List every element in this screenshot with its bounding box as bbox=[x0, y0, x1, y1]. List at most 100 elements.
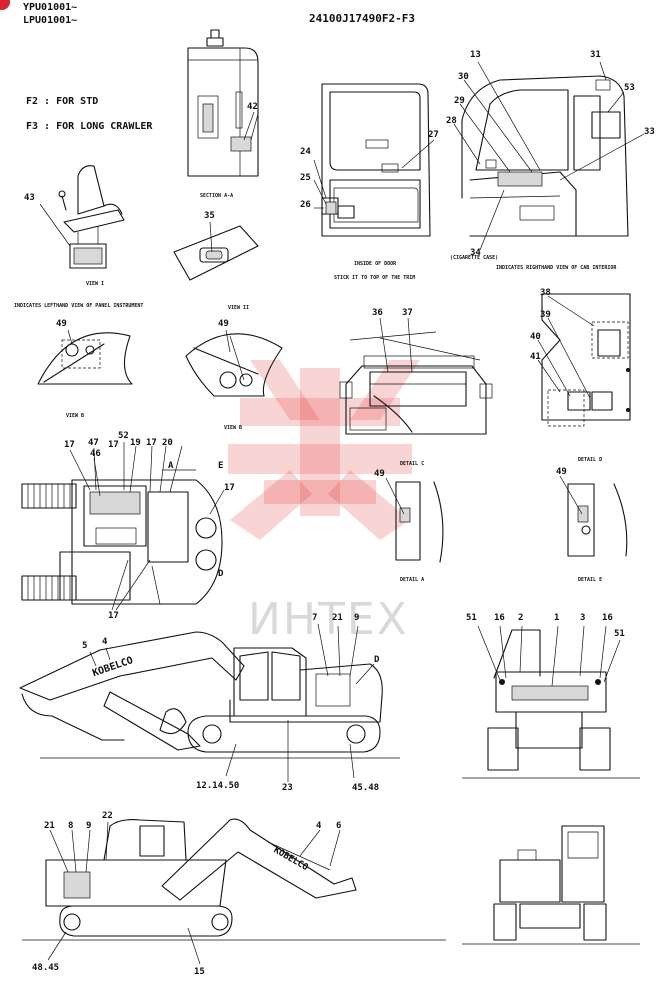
label-42: 42 bbox=[247, 102, 258, 112]
detail-c-drawing bbox=[339, 331, 493, 435]
leader-lines bbox=[39, 61, 645, 965]
label-7: 7 bbox=[312, 613, 318, 623]
label-49-detail-a: 49 bbox=[374, 469, 385, 479]
excavator-side-1-drawing: KOBELCO bbox=[19, 631, 400, 759]
label-26: 26 bbox=[300, 200, 311, 210]
label-1: 1 bbox=[554, 613, 560, 623]
corner-marker-icon bbox=[0, 0, 10, 10]
label-36: 36 bbox=[372, 308, 383, 318]
label-6: 6 bbox=[336, 821, 342, 831]
label-30: 30 bbox=[458, 72, 469, 82]
label-49-view-b: 49 bbox=[56, 319, 67, 329]
label-13: 13 bbox=[470, 50, 481, 60]
view-b-left-drawing bbox=[37, 332, 133, 385]
view-b-right-drawing bbox=[185, 333, 283, 397]
model-code-2: LPU01001~ bbox=[23, 15, 78, 26]
label-20: 20 bbox=[162, 438, 173, 448]
detail-d-drawing bbox=[541, 293, 631, 427]
label-21-side2: 21 bbox=[44, 821, 55, 831]
view-ii-drawing bbox=[173, 225, 259, 281]
caption-detail-d: DETAIL D bbox=[578, 457, 603, 463]
caption-detail-c: DETAIL C bbox=[400, 461, 425, 467]
label-d-plan: D bbox=[218, 569, 224, 579]
cab-interior-drawing bbox=[461, 75, 629, 237]
label-2: 2 bbox=[518, 613, 524, 623]
label-15: 15 bbox=[194, 967, 205, 977]
label-37: 37 bbox=[402, 308, 413, 318]
label-17-d: 17 bbox=[224, 483, 235, 493]
label-31: 31 bbox=[590, 50, 601, 60]
excavator-rear-drawing bbox=[462, 629, 640, 779]
excavator-front-drawing bbox=[462, 825, 640, 945]
label-47: 47 bbox=[88, 438, 99, 448]
label-49-detail-e: 49 bbox=[556, 467, 567, 477]
section-aa-drawing bbox=[187, 29, 259, 177]
caption-inside-door-sub: STICK IT TO TOP OF THE TRIM bbox=[334, 275, 416, 281]
label-9-side2: 9 bbox=[86, 821, 92, 831]
label-16-left: 16 bbox=[494, 613, 505, 623]
label-34: 34 bbox=[470, 248, 481, 258]
label-e: E bbox=[218, 461, 224, 471]
plan-view-drawing bbox=[21, 469, 223, 605]
label-28: 28 bbox=[446, 116, 457, 126]
label-41: 41 bbox=[530, 352, 541, 362]
label-46: 46 bbox=[90, 449, 101, 459]
label-17-a: 17 bbox=[64, 440, 75, 450]
label-51-left: 51 bbox=[466, 613, 477, 623]
caption-left-hand-view: INDICATES LEFTHAND VIEW OF PANEL INSTRUM… bbox=[14, 303, 144, 309]
label-23: 23 bbox=[282, 783, 293, 793]
excavator-side-2-drawing: KOBELCO bbox=[22, 818, 446, 941]
label-27: 27 bbox=[428, 130, 439, 140]
detail-a-drawing bbox=[395, 481, 444, 563]
label-3: 3 bbox=[580, 613, 586, 623]
detail-e-drawing bbox=[567, 483, 628, 557]
label-d-side: D bbox=[374, 655, 380, 665]
note-f3: F3 : FOR LONG CRAWLER bbox=[26, 121, 153, 132]
label-25: 25 bbox=[300, 173, 311, 183]
label-53: 53 bbox=[624, 83, 635, 93]
label-19: 19 bbox=[130, 438, 141, 448]
caption-view-b: VIEW B bbox=[66, 413, 85, 419]
note-f2: F2 : FOR STD bbox=[26, 96, 99, 107]
label-38: 38 bbox=[540, 288, 551, 298]
caption-detail-e: DETAIL E bbox=[578, 577, 603, 583]
label-45-48-side: 45.48 bbox=[352, 783, 380, 793]
label-a: A bbox=[168, 461, 174, 471]
label-43: 43 bbox=[24, 193, 35, 203]
label-12-14-50: 12.14.50 bbox=[196, 781, 240, 791]
label-22: 22 bbox=[102, 811, 113, 821]
label-16-right: 16 bbox=[602, 613, 613, 623]
caption-cab-right-view: INDICATES RIGHTHAND VIEW OF CAB INTERIOR bbox=[496, 265, 617, 271]
caption-view-ii: VIEW II bbox=[228, 305, 250, 311]
label-29: 29 bbox=[454, 96, 465, 106]
label-4-side: 4 bbox=[102, 637, 108, 647]
label-17-b: 17 bbox=[108, 440, 119, 450]
watermark-text: ИНТЕХ bbox=[248, 594, 409, 645]
door-drawing bbox=[321, 83, 431, 237]
label-21-side: 21 bbox=[332, 613, 343, 623]
label-51-right: 51 bbox=[614, 629, 625, 639]
label-24: 24 bbox=[300, 147, 311, 157]
caption-detail-a: DETAIL A bbox=[400, 577, 425, 583]
svg-text:KOBELCO: KOBELCO bbox=[272, 845, 310, 873]
caption-inside-door: INSIDE OF DOOR bbox=[354, 261, 397, 267]
label-39: 39 bbox=[540, 310, 551, 320]
label-9-side: 9 bbox=[354, 613, 360, 623]
drawing-number: 24100J17490F2-F3 bbox=[309, 12, 415, 25]
label-48-45: 48.45 bbox=[32, 963, 60, 973]
label-17-e: 17 bbox=[108, 611, 119, 621]
caption-cigarette-case: (CIGARETTE CASE) bbox=[450, 255, 499, 261]
caption-view-b-2: VIEW B bbox=[224, 425, 243, 431]
label-8: 8 bbox=[68, 821, 74, 831]
label-35: 35 bbox=[204, 211, 215, 221]
caption-view-i: VIEW I bbox=[86, 281, 105, 287]
label-5: 5 bbox=[82, 641, 88, 651]
seat-drawing bbox=[58, 165, 125, 269]
label-33: 33 bbox=[644, 127, 655, 137]
caption-section-aa: SECTION A-A bbox=[200, 193, 234, 199]
label-4-side2: 4 bbox=[316, 821, 322, 831]
svg-text:KOBELCO: KOBELCO bbox=[91, 655, 134, 679]
